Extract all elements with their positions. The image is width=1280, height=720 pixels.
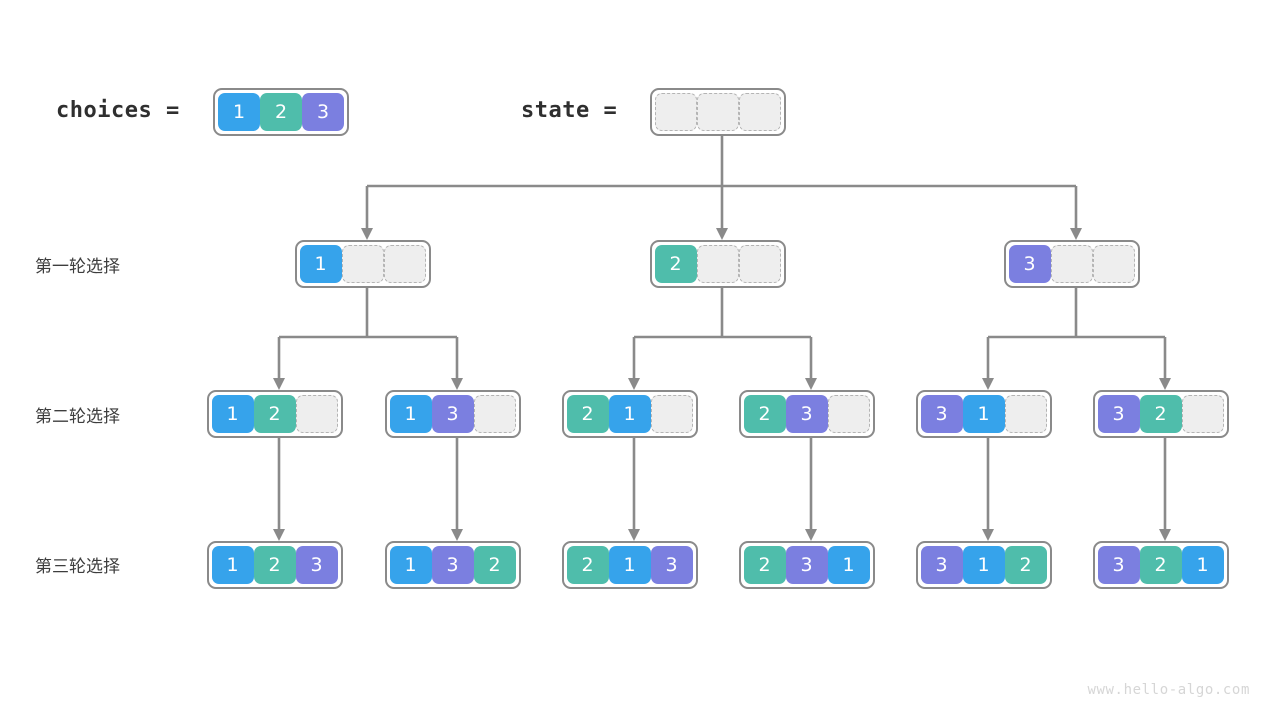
- arrowhead-a1: [273, 378, 285, 390]
- level1-node-1-cell-1: [341, 245, 384, 283]
- arrowhead-leaf-1: [273, 529, 285, 541]
- level2-node-2-cell-1: 3: [431, 395, 474, 433]
- arrowhead-l1-a: [361, 228, 373, 240]
- level2-node-3-cell-1: 1: [608, 395, 651, 433]
- row-label-round-3: 第三轮选择: [35, 557, 120, 577]
- level3-node-2-cell-1: 3: [431, 546, 474, 584]
- choices-cell-0: 1: [218, 93, 260, 131]
- state-cell-1: [697, 93, 739, 131]
- level1-node-3: 3: [1003, 240, 1140, 288]
- level2-node-6-cell-2: [1181, 395, 1224, 433]
- level3-node-6-cell-0: 3: [1097, 546, 1140, 584]
- level1-node-1-cell-0: 1: [299, 245, 342, 283]
- level3-node-2-cell-2: 2: [473, 546, 516, 584]
- level1-node-3-cell-2: [1092, 245, 1135, 283]
- level2-node-2-cell-2: [473, 395, 516, 433]
- state-cell-0: [655, 93, 697, 131]
- level1-node-2: 2: [649, 240, 786, 288]
- level1-node-2-cell-0: 2: [654, 245, 697, 283]
- level3-node-4-cell-0: 2: [743, 546, 786, 584]
- state-label: state =: [521, 98, 618, 123]
- level2-node-4-cell-1: 3: [785, 395, 828, 433]
- level2-node-6-cell-0: 3: [1097, 395, 1140, 433]
- level2-node-4-cell-2: [827, 395, 870, 433]
- level2-node-1-cell-1: 2: [253, 395, 296, 433]
- state-array: [650, 88, 786, 136]
- arrowhead-leaf-4: [805, 529, 817, 541]
- level3-node-4-cell-2: 1: [827, 546, 870, 584]
- level3-node-5-cell-2: 2: [1004, 546, 1047, 584]
- arrowhead-leaf-6: [1159, 529, 1171, 541]
- level1-node-2-cell-1: [696, 245, 739, 283]
- row-label-round-2: 第二轮选择: [35, 407, 120, 427]
- state-cell-2: [739, 93, 781, 131]
- level3-node-3-cell-1: 1: [608, 546, 651, 584]
- level3-node-1-cell-0: 1: [211, 546, 254, 584]
- level2-node-3-cell-2: [650, 395, 693, 433]
- level3-node-2-cell-0: 1: [389, 546, 432, 584]
- level2-node-5-cell-1: 1: [962, 395, 1005, 433]
- level2-node-4-cell-0: 2: [743, 395, 786, 433]
- row-label-round-1: 第一轮选择: [35, 257, 120, 277]
- level3-node-6-cell-1: 2: [1139, 546, 1182, 584]
- level1-node-1-cell-2: [383, 245, 426, 283]
- arrowhead-a2: [451, 378, 463, 390]
- level1-node-3-cell-1: [1050, 245, 1093, 283]
- level2-node-2-cell-0: 1: [389, 395, 432, 433]
- level3-node-5-cell-0: 3: [920, 546, 963, 584]
- choices-cell-2: 3: [302, 93, 344, 131]
- arrowhead-leaf-5: [982, 529, 994, 541]
- arrowhead-leaf-3: [628, 529, 640, 541]
- level2-node-1-cell-0: 1: [211, 395, 254, 433]
- level3-node-6-cell-2: 1: [1181, 546, 1224, 584]
- arrowhead-c1: [982, 378, 994, 390]
- choices-cell-1: 2: [260, 93, 302, 131]
- level2-node-6-cell-1: 2: [1139, 395, 1182, 433]
- arrowhead-b2: [805, 378, 817, 390]
- level2-node-5-cell-2: [1004, 395, 1047, 433]
- level1-node-3-cell-0: 3: [1008, 245, 1051, 283]
- arrowhead-b1: [628, 378, 640, 390]
- level2-node-5-cell-0: 3: [920, 395, 963, 433]
- level3-node-4-cell-1: 3: [785, 546, 828, 584]
- level1-node-1: 1: [294, 240, 431, 288]
- level3-node-1-cell-2: 3: [295, 546, 338, 584]
- arrowhead-c2: [1159, 378, 1171, 390]
- level3-node-3-cell-2: 3: [650, 546, 693, 584]
- arrowhead-l1-c: [1070, 228, 1082, 240]
- level3-node-3-cell-0: 2: [566, 546, 609, 584]
- level3-node-5-cell-1: 1: [962, 546, 1005, 584]
- level3-node-1-cell-1: 2: [253, 546, 296, 584]
- arrowhead-leaf-2: [451, 529, 463, 541]
- level2-node-3-cell-0: 2: [566, 395, 609, 433]
- arrowhead-l1-b: [716, 228, 728, 240]
- watermark: www.hello-algo.com: [1087, 682, 1250, 698]
- choices-label: choices =: [56, 98, 180, 123]
- level1-node-2-cell-2: [738, 245, 781, 283]
- level2-node-1-cell-2: [295, 395, 338, 433]
